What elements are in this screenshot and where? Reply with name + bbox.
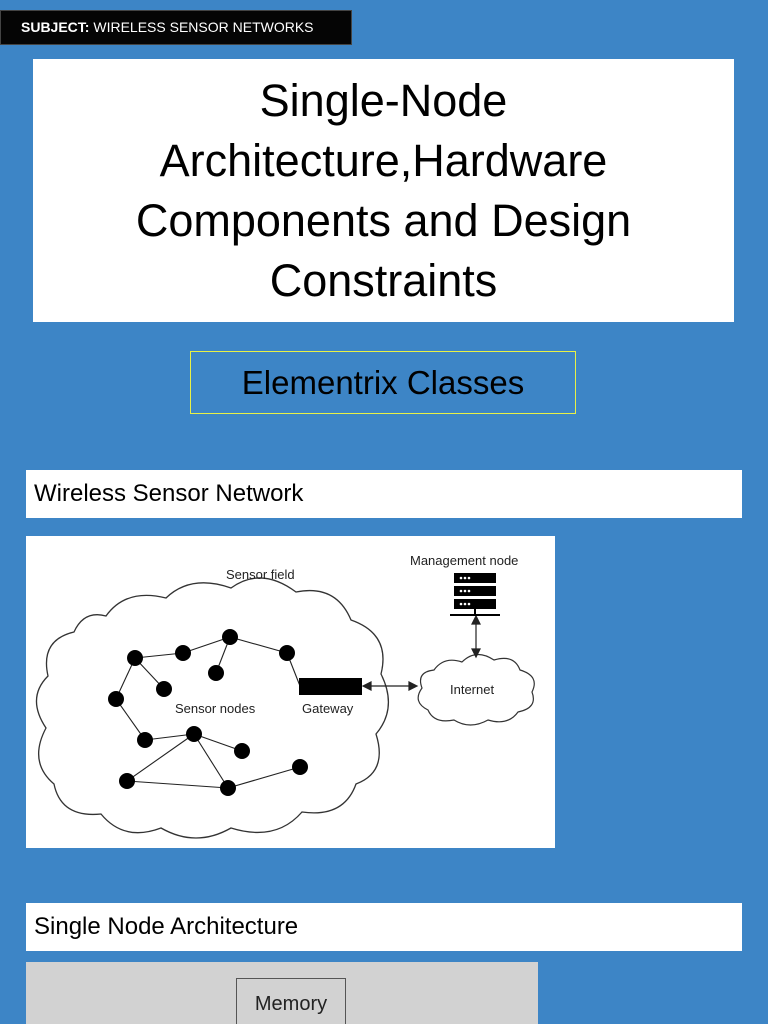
- sensor-node: [222, 629, 238, 645]
- sensor-node: [127, 650, 143, 666]
- sensor-node: [156, 681, 172, 697]
- sensor-field-cloud: [35, 577, 390, 839]
- internet-cloud: [417, 653, 535, 726]
- sensor-node: [220, 780, 236, 796]
- memory-block: Memory: [236, 978, 346, 1024]
- sensor-node: [119, 773, 135, 789]
- sensor-node: [108, 691, 124, 707]
- management-node-label: Management node: [410, 553, 518, 568]
- sensor-field-label: Sensor field: [226, 567, 295, 582]
- title-box: Single-Node Architecture,Hardware Compon…: [33, 59, 734, 322]
- wsn-diagram-svg: Sensor field: [35, 553, 535, 839]
- wsn-diagram: Sensor field: [26, 536, 555, 848]
- section-heading-single-node: Single Node Architecture: [26, 903, 742, 951]
- internet-label: Internet: [450, 682, 494, 697]
- page-title: Single-Node Architecture,Hardware Compon…: [135, 74, 632, 306]
- sensor-nodes: [108, 629, 308, 796]
- sensor-node: [292, 759, 308, 775]
- section-heading-wsn: Wireless Sensor Network: [26, 470, 742, 518]
- brand-box: Elementrix Classes: [190, 351, 576, 414]
- subject-value: WIRELESS SENSOR NETWORKS: [93, 19, 314, 35]
- gateway-internet-link: [361, 681, 419, 691]
- gateway-box: [299, 678, 362, 695]
- subject-prefix: SUBJECT:: [21, 19, 90, 35]
- sensor-nodes-label: Sensor nodes: [175, 701, 256, 716]
- sensor-node: [175, 645, 191, 661]
- internet-management-link: [471, 614, 481, 659]
- sensor-node: [186, 726, 202, 742]
- sensor-node: [208, 665, 224, 681]
- subject-bar: SUBJECT: WIRELESS SENSOR NETWORKS: [0, 10, 352, 45]
- sensor-node: [279, 645, 295, 661]
- server-icon: [450, 573, 500, 616]
- sensor-node: [137, 732, 153, 748]
- single-node-architecture-diagram: Memory: [26, 962, 538, 1024]
- gateway-label: Gateway: [302, 701, 354, 716]
- sensor-node: [234, 743, 250, 759]
